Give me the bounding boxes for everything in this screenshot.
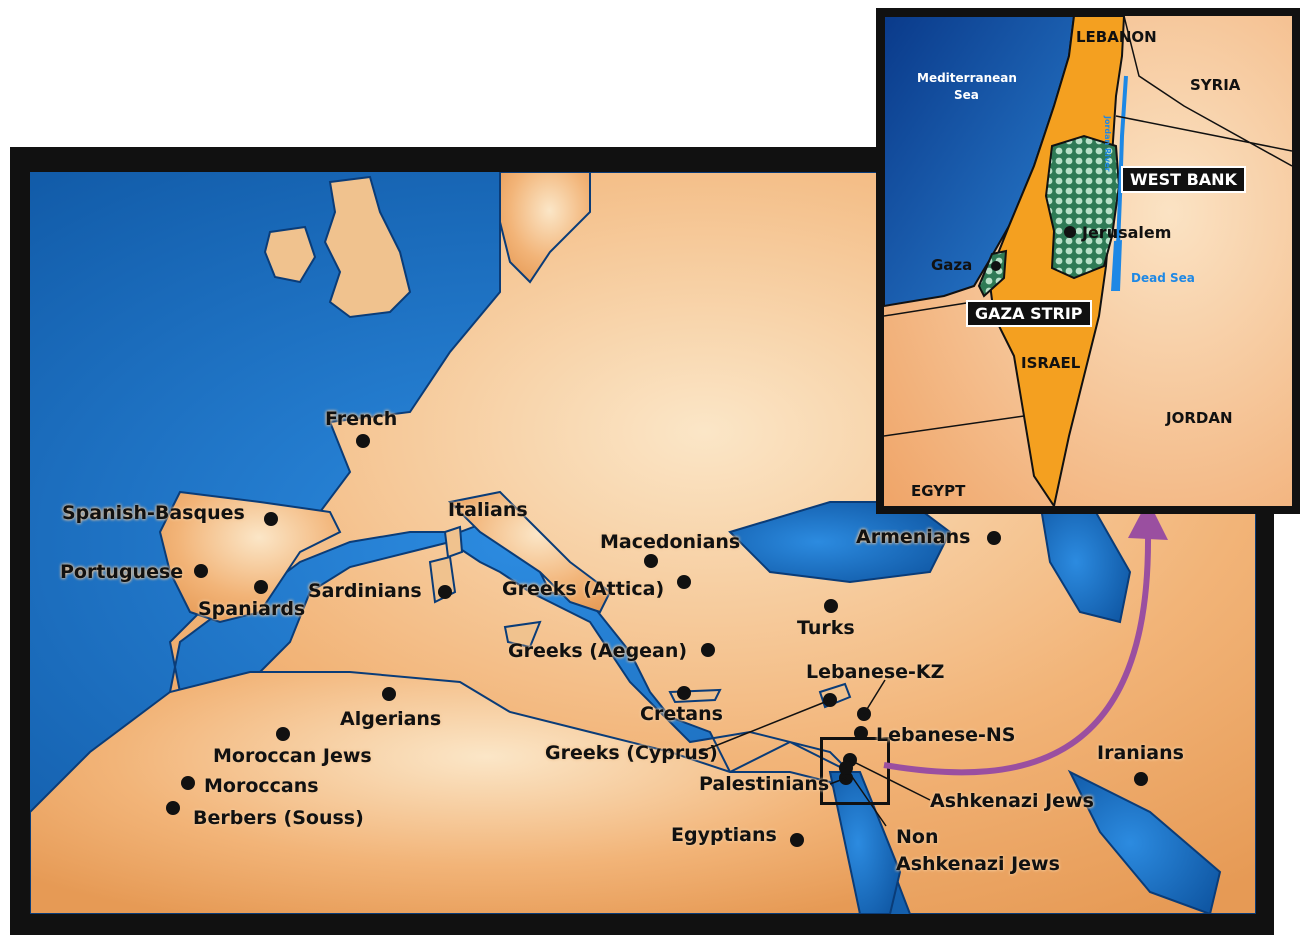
- label-jordan: JORDAN: [1166, 409, 1233, 427]
- people-dot: [264, 512, 278, 526]
- people-dot: [194, 564, 208, 578]
- people-label: Ashkenazi Jews: [930, 790, 1094, 812]
- people-label: Lebanese-KZ: [806, 661, 945, 683]
- label-syria: SYRIA: [1190, 76, 1241, 94]
- people-label: Palestinians: [699, 773, 830, 795]
- inset-map-frame: LEBANON SYRIA Mediterranean Sea Jordan R…: [876, 8, 1300, 514]
- people-label: Italians: [448, 499, 528, 521]
- people-dot: [166, 801, 180, 815]
- label-gaza: Gaza: [931, 256, 973, 274]
- label-med-sea-2: Sea: [954, 88, 979, 102]
- label-jordan-river: Jordan River: [1103, 116, 1112, 172]
- people-label: Sardinians: [308, 580, 422, 602]
- people-label: French: [325, 408, 398, 430]
- jerusalem-dot: [1064, 226, 1076, 238]
- people-label: Armenians: [856, 526, 971, 548]
- people-dot: [823, 693, 837, 707]
- label-egypt: EGYPT: [911, 482, 966, 500]
- label-israel: ISRAEL: [1021, 354, 1081, 372]
- people-dot: [790, 833, 804, 847]
- people-label: Iranians: [1097, 742, 1184, 764]
- people-label: Moroccan Jews: [213, 745, 372, 767]
- box-gaza-strip: GAZA STRIP: [966, 300, 1092, 327]
- people-label: Greeks (Aegean): [508, 640, 688, 662]
- people-dot: [701, 643, 715, 657]
- people-label: Lebanese-NS: [876, 724, 1016, 746]
- label-jerusalem: Jerusalem: [1082, 223, 1172, 242]
- island-corsica: [443, 525, 464, 559]
- people-dot: [677, 686, 691, 700]
- landmass-iberia: [158, 490, 342, 624]
- people-label: Algerians: [340, 708, 442, 730]
- people-label: Portuguese: [60, 561, 184, 583]
- box-west-bank: WEST BANK: [1121, 166, 1246, 193]
- people-dot: [644, 554, 658, 568]
- people-dot: [677, 575, 691, 589]
- people-label: Spaniards: [198, 598, 306, 620]
- people-dot: [987, 531, 1001, 545]
- persian-gulf: [1067, 769, 1222, 914]
- people-dot: [854, 726, 868, 740]
- people-label: Moroccans: [204, 775, 319, 797]
- inset-borders: [884, 16, 1292, 437]
- inset-geography: [884, 16, 1292, 506]
- landmass-britain: [323, 175, 412, 319]
- dead-sea: [1111, 240, 1122, 291]
- people-dot: [824, 599, 838, 613]
- people-label: Ashkenazi Jews: [896, 853, 1060, 875]
- people-dot: [382, 687, 396, 701]
- people-dot: [857, 707, 871, 721]
- people-label: Cretans: [640, 703, 723, 725]
- people-label: Turks: [797, 617, 855, 639]
- people-label: Egyptians: [671, 824, 777, 846]
- people-dot: [1134, 772, 1148, 786]
- people-dot: [181, 776, 195, 790]
- people-label: Greeks (Cyprus): [545, 742, 718, 764]
- levant-highlight-box: [820, 737, 890, 805]
- label-med-sea-1: Mediterranean: [917, 71, 1017, 85]
- people-dot: [356, 434, 370, 448]
- landmass-scandinavia: [499, 172, 591, 284]
- people-dot: [276, 727, 290, 741]
- island-sicily: [503, 620, 542, 649]
- people-dot: [839, 761, 853, 775]
- gaza-dot: [991, 261, 1001, 271]
- people-label: Non: [896, 826, 939, 848]
- landmass-italy: [447, 490, 612, 614]
- inset-west-bank: [1044, 134, 1121, 280]
- label-dead-sea: Dead Sea: [1131, 271, 1195, 285]
- inset-map: LEBANON SYRIA Mediterranean Sea Jordan R…: [884, 16, 1292, 506]
- people-label: Macedonians: [600, 531, 741, 553]
- people-dot: [254, 580, 268, 594]
- people-dot: [438, 585, 452, 599]
- people-label: Greeks (Attica): [502, 578, 665, 600]
- landmass-ireland: [263, 225, 317, 284]
- people-label: Spanish-Basques: [62, 502, 245, 524]
- label-lebanon: LEBANON: [1076, 28, 1157, 46]
- people-label: Berbers (Souss): [193, 807, 364, 829]
